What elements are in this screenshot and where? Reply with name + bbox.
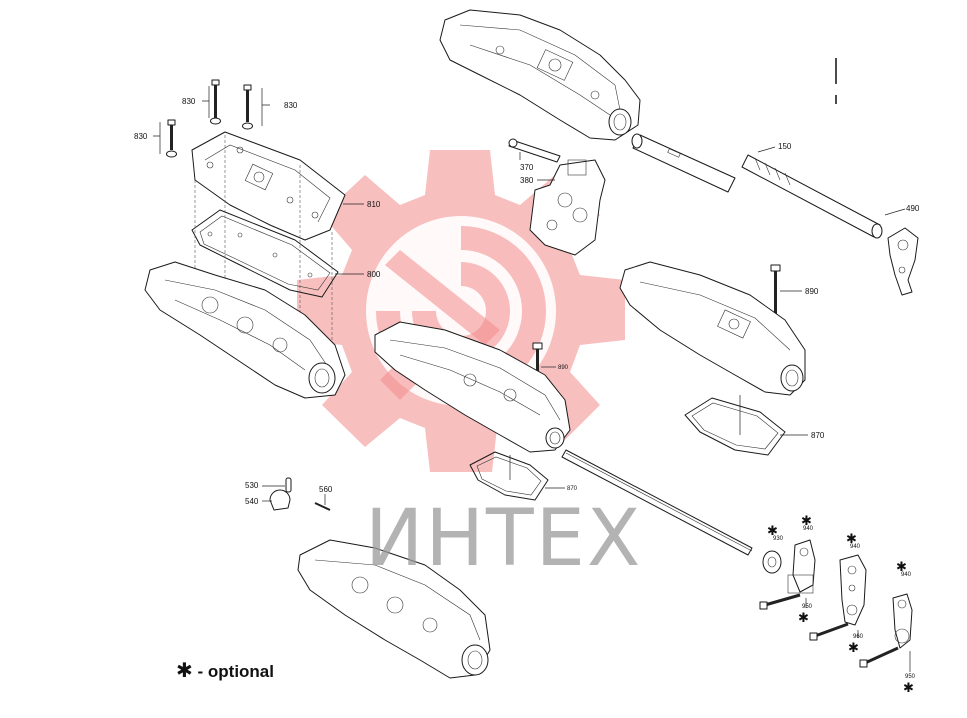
label-830-c: 830 (134, 132, 148, 141)
label-890-center: 890 (558, 365, 569, 371)
pin-530 (285, 477, 292, 493)
label-810: 810 (367, 200, 381, 209)
cover-810 (191, 131, 346, 241)
label-950-a: 950 (802, 604, 813, 610)
optional-marker-940-b: ✱ (846, 532, 857, 547)
bolt-370 (508, 138, 561, 163)
bracket-380 (529, 159, 606, 256)
label-940-c: 940 (901, 572, 912, 578)
bolt-830-a (210, 79, 221, 125)
bolt-950-b (859, 646, 899, 668)
optional-markers: ✱ ✱ ✱ ✱ ✱ ✱ ✱ (767, 514, 914, 696)
part-labels: 830 830 830 810 800 370 380 150 490 890 … (134, 97, 920, 680)
label-530: 530 (245, 481, 259, 490)
label-950-b: 950 (905, 674, 916, 680)
optional-marker-940-c: ✱ (896, 560, 907, 575)
label-890-right: 890 (805, 287, 819, 296)
optional-legend: ✱ - optional (176, 658, 274, 682)
label-490: 490 (906, 204, 920, 213)
leader-lines (153, 86, 911, 672)
label-380: 380 (520, 176, 534, 185)
optional-marker-960: ✱ (848, 641, 859, 656)
label-870-center: 870 (567, 486, 578, 492)
clip-540 (269, 489, 291, 511)
bolt-830-b (242, 84, 253, 130)
optional-marker-940-a: ✱ (801, 514, 812, 529)
label-150: 150 (778, 142, 792, 151)
label-540: 540 (245, 497, 259, 506)
label-870-right: 870 (811, 431, 825, 440)
upper-housing (439, 9, 641, 141)
label-830-b: 830 (284, 101, 298, 110)
left-housing (144, 261, 346, 399)
gasket-870-right (684, 397, 786, 456)
optional-marker-950-b: ✱ (903, 681, 914, 696)
lever-940-a (787, 539, 816, 594)
bolt-960 (809, 622, 849, 641)
center-housing (374, 321, 571, 453)
bolt-830-c (166, 119, 177, 158)
legend-star-icon: ✱ (176, 658, 193, 682)
legend-text: - optional (197, 662, 274, 681)
pin-560 (314, 502, 331, 511)
lever-940-b (839, 554, 867, 626)
bolt-950-a (759, 593, 801, 610)
gasket-870-center (469, 451, 549, 501)
bottom-housing (297, 539, 491, 679)
right-housing (619, 261, 806, 396)
optional-marker-950-a: ✱ (798, 611, 809, 626)
label-940-a: 940 (803, 526, 814, 532)
watermark-text: ИНТЕХ (365, 494, 642, 584)
optional-marker-930: ✱ (767, 524, 778, 539)
label-800: 800 (367, 270, 381, 279)
long-rod (561, 449, 753, 556)
shaft-150 (741, 154, 883, 239)
label-560: 560 (319, 485, 333, 494)
label-940-b: 940 (850, 544, 861, 550)
label-960: 960 (853, 634, 864, 640)
washer-930 (762, 550, 782, 574)
sleeve-tube (631, 133, 736, 193)
lever-940-c (892, 593, 913, 649)
label-930: 930 (773, 536, 784, 542)
label-830-a: 830 (182, 97, 196, 106)
gasket-800 (191, 209, 339, 298)
label-370: 370 (520, 163, 534, 172)
lever-490 (887, 227, 919, 296)
